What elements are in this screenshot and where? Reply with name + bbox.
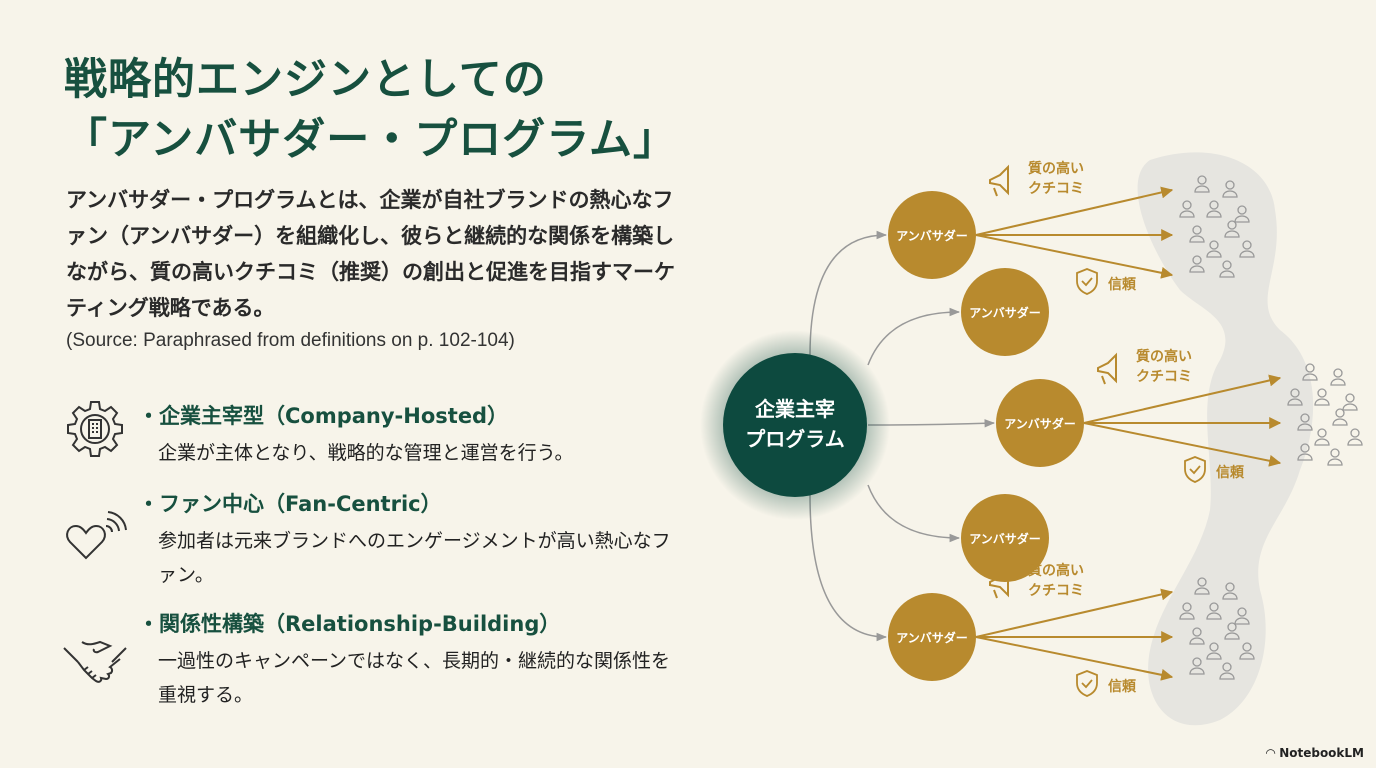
- bullet-heading: ・関係性構築（Relationship-Building）: [138, 612, 561, 636]
- ambassador-label: アンバサダー: [896, 228, 968, 243]
- trust-text: 信頼: [1216, 464, 1245, 481]
- ambassador-label: アンバサダー: [896, 630, 968, 645]
- person-icon: [1219, 662, 1235, 680]
- page-title: 戦略的エンジンとしての 「アンバサダー・プログラム」: [64, 50, 677, 170]
- person-icon: [1330, 368, 1346, 386]
- program-link-arrow: [809, 494, 888, 642]
- word-of-mouth-arrow: [975, 636, 1174, 681]
- bullet-description: 一過性のキャンペーンではなく、長期的・継続的な関係性を重視する。: [158, 650, 671, 706]
- wom-line-2: クチコミ: [1028, 181, 1084, 197]
- wom-line-2: クチコミ: [1028, 583, 1084, 599]
- person-icon: [1239, 240, 1255, 258]
- trust-text: 信頼: [1108, 276, 1137, 293]
- ambassador-label: アンバサダー: [1004, 416, 1076, 431]
- person-icon: [1194, 175, 1210, 193]
- title-line-2: 「アンバサダー・プログラム」: [64, 115, 677, 165]
- person-icon: [1189, 657, 1205, 675]
- intro-paragraph: アンバサダー・プログラムとは、企業が自社ブランドの熱心なファン（アンバサダー）を…: [66, 188, 675, 320]
- title-line-1: 戦略的エンジンとしての: [64, 55, 547, 105]
- word-of-mouth-arrow: [975, 186, 1174, 236]
- shield-check-icon: [1076, 670, 1098, 697]
- person-icon: [1234, 205, 1250, 223]
- notebooklm-brand: ◠ NotebookLM: [1266, 746, 1364, 760]
- trust-label: 信頼: [1076, 268, 1137, 295]
- ambassador-label: アンバサダー: [969, 531, 1041, 546]
- bullet-heading: ・ファン中心（Fan-Centric）: [138, 492, 442, 516]
- center-label-line-2: プログラム: [745, 427, 844, 451]
- word-of-mouth-arrow: [975, 234, 1174, 279]
- person-icon: [1224, 220, 1240, 238]
- person-icon: [1206, 602, 1222, 620]
- person-icon: [1287, 388, 1303, 406]
- person-icon: [1302, 363, 1318, 381]
- heart-signal-icon: [66, 511, 127, 560]
- wom-line-1: 質の高い: [1028, 160, 1084, 177]
- wom-line-2: クチコミ: [1136, 369, 1192, 385]
- person-icon: [1297, 413, 1313, 431]
- person-icon: [1179, 200, 1195, 218]
- bullet-description: 参加者は元来ブランドへのエンゲージメントが高い熱心なファン。: [158, 530, 671, 586]
- person-icon: [1179, 602, 1195, 620]
- megaphone-icon: [1097, 352, 1117, 385]
- bullet-description: 企業が主体となり、戦略的な管理と運営を行う。: [158, 442, 574, 464]
- brand-label: NotebookLM: [1279, 746, 1364, 760]
- person-icon: [1219, 260, 1235, 278]
- program-link-arrow: [867, 484, 961, 543]
- notebooklm-logo-icon: ◠: [1265, 746, 1276, 760]
- person-icon: [1206, 200, 1222, 218]
- person-icon: [1224, 622, 1240, 640]
- person-icon: [1189, 255, 1205, 273]
- person-icon: [1234, 607, 1250, 625]
- audience-crowds: [1137, 152, 1314, 726]
- word-of-mouth-arrow: [1083, 374, 1282, 424]
- person-icon: [1222, 582, 1238, 600]
- megaphone-icon: [989, 566, 1009, 599]
- person-icon: [1189, 225, 1205, 243]
- person-icon: [1194, 577, 1210, 595]
- trust-label: 信頼: [1184, 456, 1245, 483]
- ambassador-node: [961, 494, 1049, 582]
- ambassador-node: [888, 191, 976, 279]
- person-icon: [1239, 642, 1255, 660]
- bullet-fan-centric: ・ファン中心（Fan-Centric） 参加者は元来ブランドへのエンゲージメント…: [62, 488, 682, 588]
- word-of-mouth-label: 質の高いクチコミ: [989, 160, 1084, 197]
- person-icon: [1347, 428, 1363, 446]
- program-link-arrow: [809, 230, 888, 356]
- bullet-heading: ・企業主宰型（Company-Hosted）: [138, 404, 509, 428]
- trust-text: 信頼: [1108, 678, 1137, 695]
- ambassador-node: [888, 593, 976, 681]
- program-link-arrow: [867, 307, 961, 366]
- wom-line-1: 質の高い: [1136, 348, 1192, 365]
- ambassador-label: アンバサダー: [969, 305, 1041, 320]
- gear-building-icon: [67, 401, 123, 457]
- person-icon: [1332, 408, 1348, 426]
- person-icon: [1206, 642, 1222, 660]
- person-icon: [1314, 388, 1330, 406]
- source-note: (Source: Paraphrased from definitions on…: [66, 330, 515, 351]
- handshake-icon: [63, 640, 127, 683]
- person-icon: [1342, 393, 1358, 411]
- person-icon: [1314, 428, 1330, 446]
- person-icon: [1297, 443, 1313, 461]
- ambassador-node: [961, 268, 1049, 356]
- megaphone-icon: [989, 164, 1009, 197]
- person-icon: [1189, 627, 1205, 645]
- trust-label: 信頼: [1076, 670, 1137, 697]
- person-icon: [1206, 240, 1222, 258]
- bullet-company-hosted: ・企業主宰型（Company-Hosted） 企業が主体となり、戦略的な管理と運…: [62, 400, 682, 480]
- person-icon: [1222, 180, 1238, 198]
- word-of-mouth-label: 質の高いクチコミ: [1097, 348, 1192, 385]
- word-of-mouth-arrow: [1083, 422, 1282, 467]
- bullet-relationship-building: ・関係性構築（Relationship-Building） 一過性のキャンペーン…: [62, 608, 682, 708]
- crowd-blob: [1137, 152, 1314, 726]
- word-of-mouth-label: 質の高いクチコミ: [989, 562, 1084, 599]
- center-program-node: [723, 353, 867, 497]
- center-label-line-1: 企業主宰: [754, 397, 835, 421]
- wom-line-1: 質の高い: [1028, 562, 1084, 579]
- shield-check-icon: [1184, 456, 1206, 483]
- person-icon: [1327, 448, 1343, 466]
- ambassador-node: [996, 379, 1084, 467]
- shield-check-icon: [1076, 268, 1098, 295]
- word-of-mouth-arrow: [975, 588, 1174, 638]
